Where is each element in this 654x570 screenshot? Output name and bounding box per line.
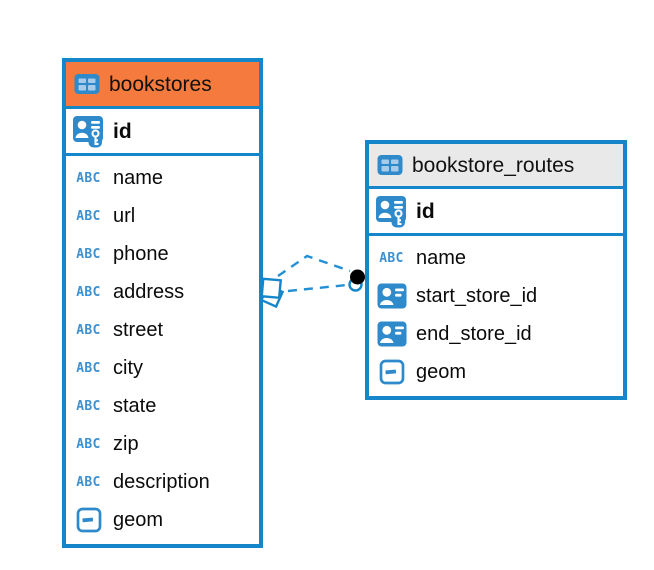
text-abc-icon: ABC bbox=[72, 399, 105, 414]
geometry-box-icon bbox=[72, 507, 105, 533]
text-abc-icon: ABC bbox=[72, 285, 105, 300]
column-name: end_store_id bbox=[416, 323, 532, 345]
key-row-id[interactable]: id bbox=[66, 111, 259, 151]
geometry-box-icon bbox=[375, 359, 408, 385]
column-row-name[interactable]: ABC name bbox=[66, 159, 259, 197]
column-row-city[interactable]: ABC city bbox=[66, 349, 259, 387]
text-abc-icon: ABC bbox=[72, 361, 105, 376]
person-key-icon bbox=[72, 115, 105, 148]
person-card-icon bbox=[375, 283, 408, 309]
column-name: geom bbox=[113, 509, 164, 531]
text-abc-icon-label: ABC bbox=[379, 250, 404, 266]
text-abc-icon-label: ABC bbox=[76, 436, 101, 452]
relationship-source-marker-stacked-squares[interactable] bbox=[259, 277, 285, 309]
column-name: address bbox=[113, 281, 185, 303]
column-row-street[interactable]: ABC street bbox=[66, 311, 259, 349]
text-abc-icon-label: ABC bbox=[76, 398, 101, 414]
key-row-id[interactable]: id bbox=[369, 191, 623, 231]
text-abc-icon: ABC bbox=[72, 437, 105, 452]
column-name: name bbox=[113, 167, 164, 189]
column-row-end_store_id[interactable]: end_store_id bbox=[369, 315, 623, 353]
text-abc-icon-label: ABC bbox=[76, 360, 101, 376]
column-name: city bbox=[113, 357, 143, 379]
column-name: url bbox=[113, 205, 136, 227]
text-abc-icon-label: ABC bbox=[76, 284, 101, 300]
column-row-geom[interactable]: geom bbox=[369, 353, 623, 391]
column-row-state[interactable]: ABC state bbox=[66, 387, 259, 425]
table-bookstore-routes[interactable]: bookstore_routes id ABC name start_store_i… bbox=[365, 140, 627, 400]
table-title: bookstore_routes bbox=[412, 153, 575, 177]
column-row-name[interactable]: ABC name bbox=[369, 239, 623, 277]
table-header-bookstores[interactable]: bookstores bbox=[66, 62, 259, 109]
table-grid-icon bbox=[73, 73, 101, 95]
column-name: name bbox=[416, 247, 467, 269]
text-abc-icon-label: ABC bbox=[76, 322, 101, 338]
table-header-bookstore-routes[interactable]: bookstore_routes bbox=[369, 144, 623, 189]
text-abc-icon: ABC bbox=[72, 209, 105, 224]
primary-key-section: id bbox=[66, 109, 259, 156]
column-row-phone[interactable]: ABC phone bbox=[66, 235, 259, 273]
column-name: phone bbox=[113, 243, 169, 265]
table-title: bookstores bbox=[109, 72, 212, 96]
text-abc-icon-label: ABC bbox=[76, 208, 101, 224]
column-name: street bbox=[113, 319, 164, 341]
text-abc-icon-label: ABC bbox=[76, 170, 101, 186]
table-grid-icon bbox=[376, 154, 404, 176]
column-name: description bbox=[113, 471, 210, 493]
text-abc-icon: ABC bbox=[72, 171, 105, 186]
text-abc-icon-label: ABC bbox=[76, 246, 101, 262]
column-name: geom bbox=[416, 361, 467, 383]
relationship-target-marker-dot[interactable] bbox=[348, 269, 366, 292]
column-name: id bbox=[416, 199, 435, 223]
primary-key-section: id bbox=[369, 189, 623, 236]
column-row-geom[interactable]: geom bbox=[66, 501, 259, 539]
text-abc-icon: ABC bbox=[72, 323, 105, 338]
text-abc-icon: ABC bbox=[72, 247, 105, 262]
text-abc-icon: ABC bbox=[72, 475, 105, 490]
column-name: state bbox=[113, 395, 157, 417]
column-name: zip bbox=[113, 433, 139, 455]
column-row-address[interactable]: ABC address bbox=[66, 273, 259, 311]
column-row-description[interactable]: ABC description bbox=[66, 463, 259, 501]
text-abc-icon: ABC bbox=[375, 251, 408, 266]
person-key-icon bbox=[375, 195, 408, 228]
person-card-icon bbox=[375, 321, 408, 347]
column-row-url[interactable]: ABC url bbox=[66, 197, 259, 235]
column-name: start_store_id bbox=[416, 285, 538, 307]
column-name: id bbox=[113, 119, 132, 143]
column-row-start_store_id[interactable]: start_store_id bbox=[369, 277, 623, 315]
column-row-zip[interactable]: ABC zip bbox=[66, 425, 259, 463]
text-abc-icon-label: ABC bbox=[76, 474, 101, 490]
